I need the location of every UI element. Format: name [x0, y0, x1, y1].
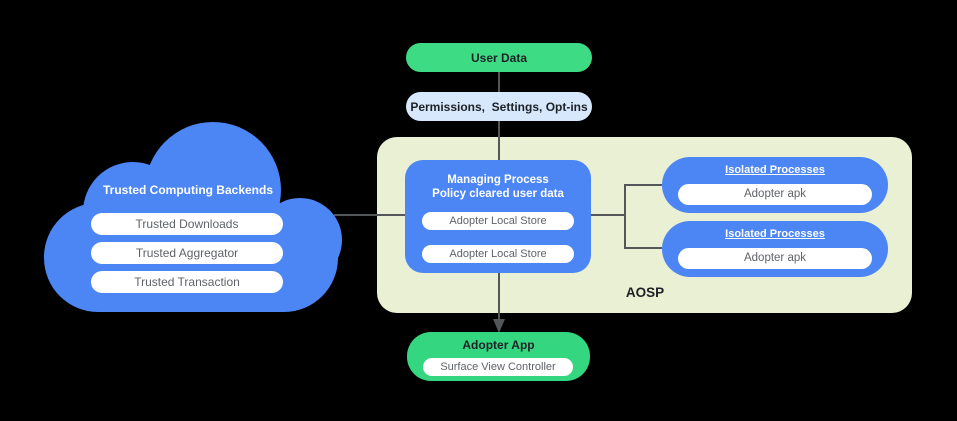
connector-branch-vertical	[624, 184, 626, 249]
connector-branch-iso1	[624, 184, 662, 186]
isolated-process-node-1: Isolated Processes Adopter apk	[662, 157, 888, 213]
trusted-downloads-pill: Trusted Downloads	[91, 213, 283, 235]
connector-permissions-managing	[498, 120, 500, 161]
connector-managing-adopter	[498, 273, 500, 321]
permissions-label: Permissions, Settings, Opt-ins	[410, 99, 588, 114]
trusted-aggregator-pill: Trusted Aggregator	[91, 242, 283, 264]
surface-view-controller-pill: Surface View Controller	[423, 358, 573, 376]
isolated-process-title-2: Isolated Processes	[725, 228, 825, 240]
adopter-local-store-pill-1: Adopter Local Store	[422, 212, 574, 230]
managing-title-line2: Policy cleared user data	[432, 188, 564, 200]
aosp-label: AOSP	[625, 285, 665, 300]
cloud-title: Trusted Computing Backends	[102, 183, 274, 197]
adopter-local-store-pill-2: Adopter Local Store	[422, 245, 574, 263]
isolated-process-node-2: Isolated Processes Adopter apk	[662, 221, 888, 277]
adopter-app-title: Adopter App	[462, 338, 535, 352]
adopter-apk-pill-1: Adopter apk	[678, 184, 872, 205]
connector-branch-iso2	[624, 247, 662, 249]
user-data-node: User Data	[406, 43, 592, 72]
permissions-node: Permissions, Settings, Opt-ins	[406, 92, 592, 121]
managing-title-line1: Managing Process	[447, 174, 549, 186]
connector-cloud-managing	[334, 214, 406, 216]
connector-userdata-permissions	[498, 71, 500, 93]
user-data-label: User Data	[470, 50, 528, 65]
arrow-down-icon	[493, 319, 505, 333]
isolated-process-title-1: Isolated Processes	[725, 164, 825, 176]
trusted-transaction-pill: Trusted Transaction	[91, 271, 283, 293]
trusted-backends-cloud: Trusted Computing Backends Trusted Downl…	[40, 114, 345, 314]
connector-managing-branch	[591, 214, 626, 216]
managing-process-title: Managing Process Policy cleared user dat…	[405, 173, 591, 201]
managing-process-node: Managing Process Policy cleared user dat…	[405, 160, 591, 273]
adopter-app-node: Adopter App Surface View Controller	[407, 332, 590, 381]
adopter-apk-pill-2: Adopter apk	[678, 248, 872, 269]
